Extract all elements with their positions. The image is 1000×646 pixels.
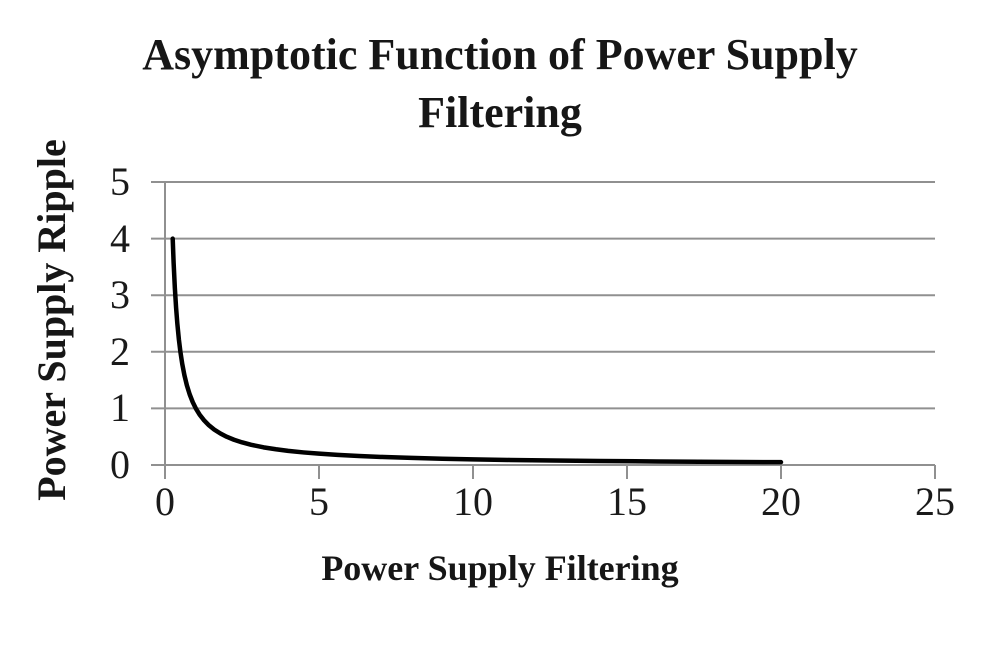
x-tick-label-0: 0 bbox=[155, 479, 175, 524]
x-tick-label-15: 15 bbox=[607, 479, 647, 524]
y-tick-label-3: 3 bbox=[110, 272, 130, 318]
x-tick-label-5: 5 bbox=[309, 479, 329, 524]
x-axis-title: Power Supply Filtering bbox=[321, 548, 679, 588]
y-tick-label-1: 1 bbox=[110, 385, 130, 431]
y-tick-label-4: 4 bbox=[110, 215, 130, 261]
x-tick-label-10: 10 bbox=[453, 479, 493, 524]
chart-title: Asymptotic Function of Power Supply Filt… bbox=[142, 30, 858, 137]
y-tick-label-0: 0 bbox=[110, 442, 130, 487]
series-curve bbox=[170, 236, 784, 465]
x-tick-label-25: 25 bbox=[915, 479, 955, 524]
y-tick-label-2: 2 bbox=[110, 328, 130, 374]
x-tick-label-20: 20 bbox=[761, 479, 801, 524]
y-tick-label-5: 5 bbox=[110, 159, 130, 204]
